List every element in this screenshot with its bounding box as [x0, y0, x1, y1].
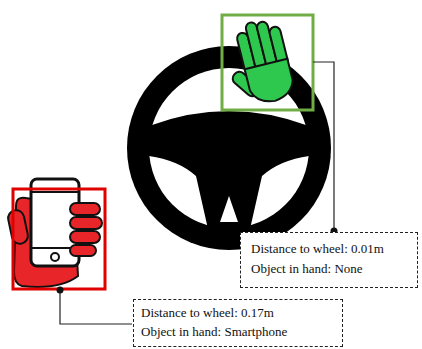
finger	[70, 203, 100, 215]
callout-text: Object in hand: None	[251, 259, 407, 279]
leader-line	[313, 62, 334, 230]
wheel-hub	[149, 111, 309, 229]
finger	[70, 217, 102, 229]
finger	[70, 231, 100, 243]
green-hand	[218, 16, 296, 110]
callout-text: Distance to wheel: 0.17m	[141, 303, 335, 322]
wheel-rim	[127, 46, 331, 250]
callout-text: Object in hand: Smartphone	[141, 322, 335, 341]
phone-button	[51, 253, 59, 261]
finger	[70, 245, 96, 256]
wheel-gap	[220, 196, 238, 222]
phone-screen-edge	[31, 191, 79, 193]
leader-dot	[57, 287, 64, 294]
detection-box	[222, 15, 313, 110]
callout-box: Distance to wheel: 0.17mObject in hand: …	[133, 299, 343, 347]
thumb	[7, 209, 30, 246]
detection-box	[13, 189, 105, 289]
steering-wheel	[127, 46, 331, 250]
callout-text: Distance to wheel: 0.01m	[251, 239, 407, 259]
palm	[245, 59, 297, 107]
red-hand-with-phone	[7, 179, 102, 287]
leader-line	[60, 289, 132, 324]
callout-box: Distance to wheel: 0.01mObject in hand: …	[240, 232, 418, 288]
